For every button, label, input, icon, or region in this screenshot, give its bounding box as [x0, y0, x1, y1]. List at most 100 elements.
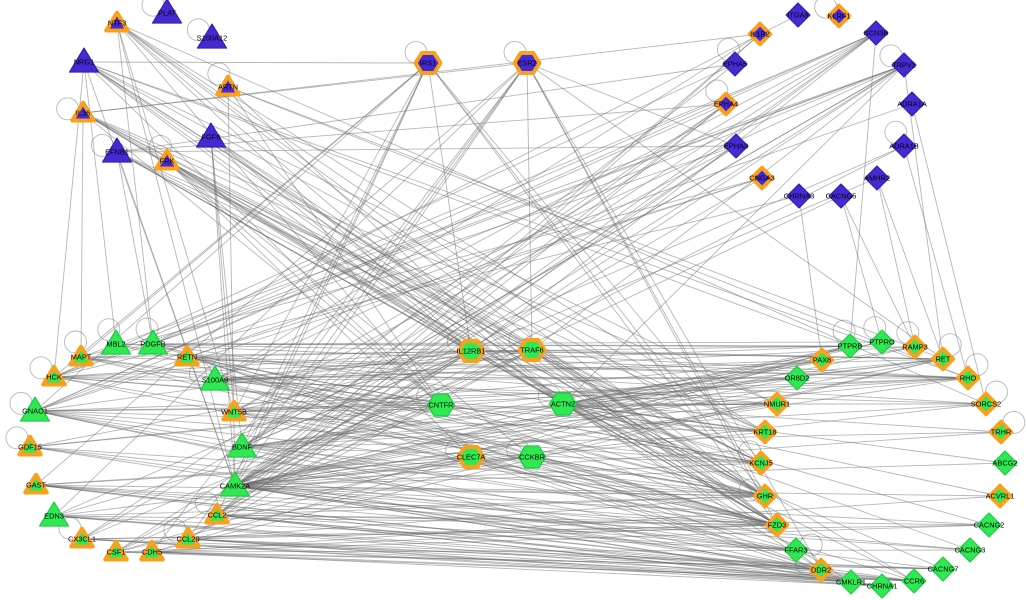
edge-EFNB1-ACTN2	[116, 151, 564, 405]
edge-ACTN2-GHR	[562, 403, 766, 497]
edge-CNTFR-GDF15	[29, 404, 442, 448]
node-SCN3B[interactable]	[863, 20, 889, 46]
node-ACTN2[interactable]	[548, 392, 578, 416]
node-RHO[interactable]	[955, 365, 981, 391]
node-GAST[interactable]	[23, 472, 49, 495]
self-loop-MBL2	[97, 318, 121, 342]
edge-CNGA3-GNAO1	[34, 177, 763, 412]
node-SORCS2[interactable]	[973, 391, 999, 417]
node-FGF6[interactable]	[195, 122, 227, 148]
edge-FRK-GHR	[166, 160, 766, 497]
node-ABCG2[interactable]	[992, 450, 1018, 476]
edge-BDNF-RHO	[241, 377, 969, 448]
node-CHRNA3[interactable]	[786, 183, 812, 209]
node-MBL2[interactable]	[100, 329, 132, 355]
node-GDF15[interactable]	[17, 434, 43, 457]
node-MAPT[interactable]	[68, 344, 94, 367]
node-ARTN[interactable]	[215, 74, 241, 97]
node-EFNB1[interactable]	[101, 137, 133, 163]
edge-GAST-CCR6	[35, 484, 915, 582]
node-CCL2[interactable]	[204, 502, 230, 525]
edge-TRPV1-CCL2	[216, 64, 905, 516]
node-ADRA1B[interactable]	[891, 133, 917, 159]
edge-EDN3-ADRA1B	[53, 145, 905, 517]
node-CACNG3[interactable]	[957, 537, 983, 563]
node-NRG1[interactable]	[68, 47, 100, 73]
node-ESR2[interactable]	[512, 51, 542, 75]
node-KCNJ5[interactable]	[748, 450, 774, 476]
node-NTF3[interactable]	[104, 10, 130, 33]
node-CNGA3[interactable]	[749, 165, 775, 191]
node-FFAR3[interactable]	[783, 537, 809, 563]
node-GHR[interactable]	[752, 483, 778, 509]
node-CCL20[interactable]	[175, 526, 201, 549]
edge-FGF6-IL12RB1	[210, 136, 472, 352]
node-PTPRO[interactable]	[869, 329, 895, 355]
node-CHRNA1[interactable]	[869, 573, 895, 599]
node-CX3CL1[interactable]	[69, 526, 95, 549]
node-ITGA8[interactable]	[785, 2, 811, 28]
node-KLRF1[interactable]	[826, 3, 852, 29]
node-EDN3[interactable]	[38, 501, 70, 527]
node-FRK[interactable]	[154, 148, 180, 171]
edge-NRG1-GHR	[83, 61, 766, 497]
node-S100A9[interactable]	[199, 365, 231, 391]
node-PLAT[interactable]	[151, 0, 183, 24]
node-HCK[interactable]	[41, 364, 67, 387]
node-IRS1[interactable]	[413, 51, 443, 75]
node-ACVRL1[interactable]	[987, 483, 1013, 509]
edge-CNTFR-GHR	[440, 404, 766, 497]
node-AMHR2[interactable]	[864, 165, 890, 191]
edge-GNAO1-CMKLR1	[34, 410, 852, 583]
node-PTPRB[interactable]	[837, 333, 863, 359]
edge-CDH5-ACVRL1	[151, 495, 1001, 553]
node-CCR6[interactable]	[901, 568, 927, 594]
node-KRT18[interactable]	[752, 419, 778, 445]
node-IL12RB1[interactable]	[456, 339, 486, 363]
node-RET[interactable]	[930, 346, 956, 372]
node-TRPV1[interactable]	[891, 52, 917, 78]
edge-EFNB1-PDGFB	[116, 151, 154, 345]
edge-FRK-ACTN2	[166, 160, 564, 405]
node-EPHA5[interactable]	[722, 51, 748, 77]
edge-MBL2-RHO	[115, 343, 969, 379]
node-CCKBR[interactable]	[517, 445, 547, 469]
node-CACNG2[interactable]	[976, 512, 1002, 538]
node-NMUR1[interactable]	[764, 391, 790, 417]
node-GNAO1[interactable]	[19, 396, 51, 422]
node-IL1R2[interactable]	[747, 21, 773, 47]
edge-CDH5-PTPRB	[151, 345, 851, 553]
node-DDR2[interactable]	[808, 557, 834, 583]
node-IL36[interactable]	[70, 100, 96, 123]
node-CLEC7A[interactable]	[456, 445, 486, 469]
node-S100A12[interactable]	[196, 23, 228, 49]
node-TRAF6[interactable]	[517, 338, 547, 362]
edge-CX3CL1-CMKLR1	[81, 538, 852, 583]
node-CMKLR1[interactable]	[838, 569, 864, 595]
node-EPHA4[interactable]	[713, 91, 739, 117]
node-CACNG7[interactable]	[930, 556, 956, 582]
node-RAMP3[interactable]	[902, 334, 928, 360]
node-CSF1[interactable]	[103, 539, 129, 562]
node-CACNG5[interactable]	[828, 183, 854, 209]
node-WNT5B[interactable]	[221, 399, 247, 422]
node-CNTFR[interactable]	[426, 393, 456, 417]
edge-ACTN2-FZD3	[562, 403, 778, 526]
edge-FGF6-FZD3	[210, 136, 778, 526]
node-ADRA1A[interactable]	[899, 91, 925, 117]
node-FZD3[interactable]	[764, 512, 790, 538]
node-TRHR[interactable]	[988, 419, 1014, 445]
node-CAMK2A[interactable]	[219, 471, 251, 497]
node-EPHA3[interactable]	[723, 133, 749, 159]
node-PDGFB[interactable]	[137, 329, 169, 355]
edge-PDGFB-KRT18	[152, 343, 766, 433]
edge-BDNF-NMUR1	[241, 403, 778, 448]
node-CDH5[interactable]	[139, 539, 165, 562]
node-OR8D2[interactable]	[784, 365, 810, 391]
edge-AMHR2-BDNF	[241, 177, 878, 448]
edge-CSF1-CCR6	[115, 551, 915, 582]
edge-SCN3B-GNAO1	[34, 32, 877, 412]
node-RETN[interactable]	[174, 344, 200, 367]
node-BDNF[interactable]	[226, 432, 258, 458]
node-PAX8[interactable]	[809, 347, 835, 373]
